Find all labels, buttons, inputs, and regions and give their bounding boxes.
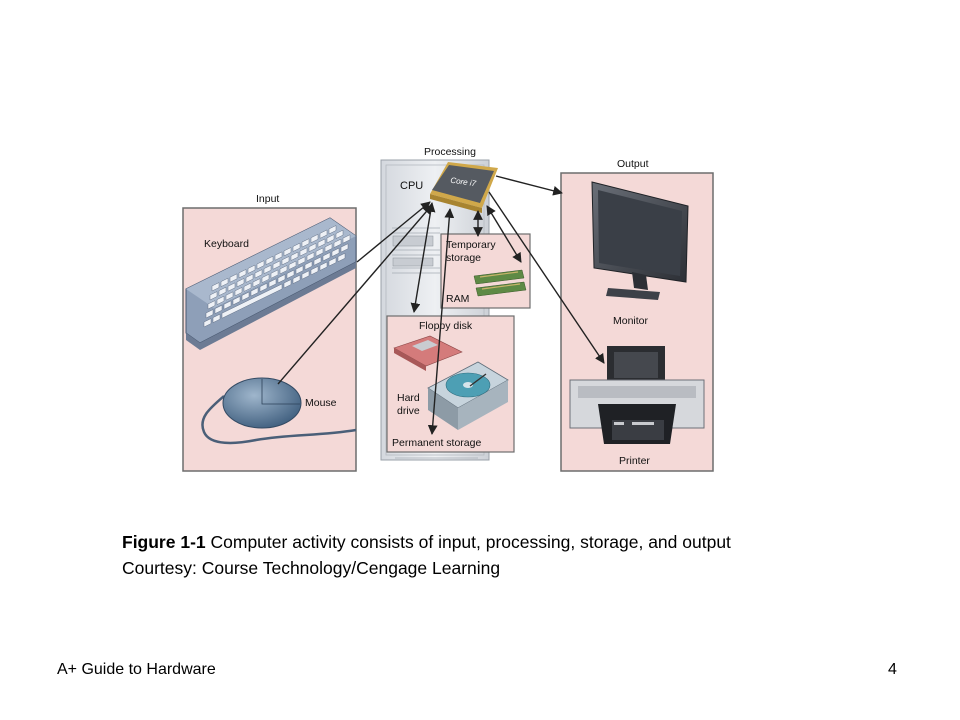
cpu-chip-label: Core i7: [450, 176, 477, 189]
keyboard-label: Keyboard: [204, 238, 249, 250]
keyboard-image: [185, 217, 357, 350]
arrow-cpu-hard-drive: [427, 208, 455, 435]
arrow-cpu-to-monitor: [495, 175, 563, 196]
printer-label: Printer: [619, 455, 650, 467]
output-panel: Output Monitor Printer: [560, 158, 714, 472]
monitor-label: Monitor: [613, 315, 649, 327]
ram-modules-image: [473, 269, 527, 297]
hard-drive-label-line2: drive: [397, 405, 420, 417]
mouse-image: [201, 377, 357, 445]
temporary-storage-panel: Temporary storage RAM: [440, 233, 531, 309]
arrow-mouse-to-cpu: [277, 204, 433, 385]
input-panel: Input: [182, 193, 357, 472]
system-unit: Processing CPU Core i7 Temporary storage: [380, 146, 531, 461]
temporary-storage-label-line2: storage: [446, 252, 481, 264]
page-number: 4: [888, 661, 897, 678]
floppy-disk-label: Floppy disk: [419, 320, 473, 332]
figure-caption: Figure 1-1 Computer activity consists of…: [122, 529, 782, 581]
mouse-label: Mouse: [305, 397, 337, 409]
output-label: Output: [617, 158, 649, 170]
temporary-storage-label-line1: Temporary: [446, 239, 496, 251]
permanent-storage-label: Permanent storage: [392, 437, 481, 449]
footer-title: A+ Guide to Hardware: [57, 661, 216, 678]
monitor-image: [591, 181, 689, 300]
printer-image: [569, 346, 705, 444]
hard-drive-label-line1: Hard: [397, 392, 420, 404]
arrow-cpu-ram: [486, 205, 522, 263]
permanent-storage-panel: Floppy disk Hard drive Permanent storage: [386, 315, 515, 453]
figure-label: Figure 1-1: [122, 532, 206, 552]
figure-credit: Courtesy: Course Technology/Cengage Lear…: [122, 558, 501, 578]
cpu-label: CPU: [400, 180, 423, 192]
input-label: Input: [256, 193, 279, 205]
computer-activity-diagram: Input: [182, 146, 714, 472]
processing-label: Processing: [424, 146, 476, 158]
cpu-chip-image: Core i7: [430, 162, 498, 213]
data-flow-arrows: [277, 175, 605, 435]
figure-caption-text: Computer activity consists of input, pro…: [205, 532, 731, 552]
ram-label: RAM: [446, 293, 469, 305]
